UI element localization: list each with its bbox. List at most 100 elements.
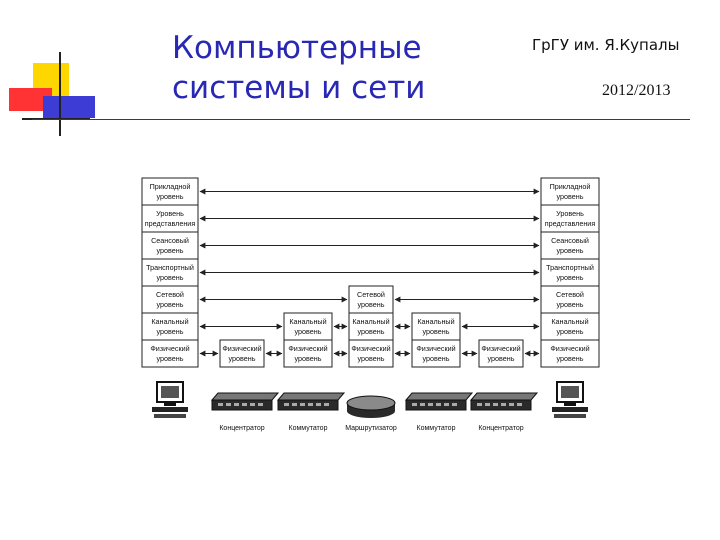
right-stack-box <box>540 177 600 206</box>
layer-links <box>199 188 540 357</box>
left-stack-box <box>141 312 199 341</box>
device-top <box>404 392 474 401</box>
left-stack-label: уровень <box>157 354 184 363</box>
device-top <box>276 392 346 401</box>
device-label-switch-left: Коммутатор <box>289 425 328 432</box>
router-stack-box <box>348 285 394 314</box>
left-stack-label: Сеансовый <box>151 236 189 245</box>
router-top <box>346 395 396 411</box>
left-stack-box <box>141 204 199 233</box>
device-label-hub-left: Концентратор <box>219 425 264 432</box>
device-port <box>420 403 425 406</box>
left-stack-label: Уровень <box>156 209 184 218</box>
device-port <box>242 403 247 406</box>
device-port <box>509 403 514 406</box>
desk-base <box>554 414 586 418</box>
hub-right-device <box>469 392 539 411</box>
right-stack-label: уровень <box>557 273 584 282</box>
left-stack-box <box>141 339 199 368</box>
switch-right-stack-label: уровень <box>423 327 450 336</box>
router-stack-label: Канальный <box>352 317 389 326</box>
left-stack-label: Канальный <box>151 317 188 326</box>
right-stack-label: Транспортный <box>546 263 594 272</box>
right-stack-label: Сетевой <box>556 290 584 299</box>
deco-blue-square <box>43 96 95 118</box>
left-stack-label: уровень <box>157 192 184 201</box>
device-port <box>234 403 239 406</box>
left-stack-box <box>141 231 199 260</box>
device-port <box>308 403 313 406</box>
router-stack-label: уровень <box>358 300 385 309</box>
device-port <box>428 403 433 406</box>
router-device <box>346 395 396 418</box>
network-devices <box>152 381 588 418</box>
device-label-router: Маршрутизатор <box>345 425 397 432</box>
hub-right-stack-label: уровень <box>488 354 515 363</box>
router-stack-label: уровень <box>358 327 385 336</box>
layer-stacks: ПрикладнойуровеньУровеньпредставленияСеа… <box>141 177 600 368</box>
device-port <box>324 403 329 406</box>
title-line-1: Компьютерные <box>172 30 422 66</box>
device-port <box>485 403 490 406</box>
right-stack-box <box>540 339 600 368</box>
left-stack-box <box>141 177 199 206</box>
left-stack-label: уровень <box>157 327 184 336</box>
left-stack-box <box>141 285 199 314</box>
right-stack-label: уровень <box>557 354 584 363</box>
right-stack-box <box>540 204 600 233</box>
right-stack-label: уровень <box>557 246 584 255</box>
device-port <box>493 403 498 406</box>
screen <box>561 386 579 398</box>
hub-left-stack-label: Физический <box>222 344 261 353</box>
router-stack-label: Физический <box>351 344 390 353</box>
switch-left-stack-box <box>283 339 333 368</box>
switch-right-stack-label: Канальный <box>417 317 454 326</box>
device-port <box>477 403 482 406</box>
organization-label: ГрГУ им. Я.Купалы <box>532 36 680 54</box>
device-port <box>452 403 457 406</box>
right-stack-label: Канальный <box>551 317 588 326</box>
device-port <box>226 403 231 406</box>
left-stack-label: представления <box>145 219 196 228</box>
device-port <box>250 403 255 406</box>
deco-red-square <box>9 88 52 111</box>
switch-left-stack-label: Канальный <box>289 317 326 326</box>
left-stack-label: Прикладной <box>150 182 191 191</box>
device-port <box>316 403 321 406</box>
switch-left-stack-label: Физический <box>288 344 327 353</box>
device-port <box>300 403 305 406</box>
right-stack-label: Сеансовый <box>551 236 589 245</box>
switch-right-device <box>404 392 474 411</box>
header-divider <box>32 119 690 120</box>
title-line-2: системы и сети <box>172 70 426 106</box>
hub-right-stack-label: Физический <box>481 344 520 353</box>
router-stack-label: Сетевой <box>357 290 385 299</box>
left-stack-label: уровень <box>157 246 184 255</box>
right-stack-label: уровень <box>557 327 584 336</box>
osi-network-diagram: ПрикладнойуровеньУровеньпредставленияСеа… <box>141 177 600 432</box>
right-stack-box <box>540 231 600 260</box>
right-stack-label: представления <box>545 219 596 228</box>
device-port <box>517 403 522 406</box>
left-stack-label: Транспортный <box>146 263 194 272</box>
device-label-switch-right: Коммутатор <box>417 425 456 432</box>
left-stack-label: Физический <box>150 344 189 353</box>
device-port <box>258 403 263 406</box>
computer-left <box>152 381 188 418</box>
device-label-hub-right: Концентратор <box>478 425 523 432</box>
router-stack-box <box>348 339 394 368</box>
device-top <box>469 392 539 401</box>
switch-right-stack-label: Физический <box>416 344 455 353</box>
hub-left-device <box>210 392 280 411</box>
device-port <box>444 403 449 406</box>
router-stack-label: уровень <box>358 354 385 363</box>
switch-right-stack-label: уровень <box>423 354 450 363</box>
monitor-stand <box>564 402 576 406</box>
screen <box>161 386 179 398</box>
left-stack-label: Сетевой <box>156 290 184 299</box>
device-top <box>210 392 280 401</box>
device-port <box>218 403 223 406</box>
slide-title: Компьютерные системы и сети <box>172 28 425 108</box>
device-port <box>292 403 297 406</box>
right-stack-label: уровень <box>557 300 584 309</box>
